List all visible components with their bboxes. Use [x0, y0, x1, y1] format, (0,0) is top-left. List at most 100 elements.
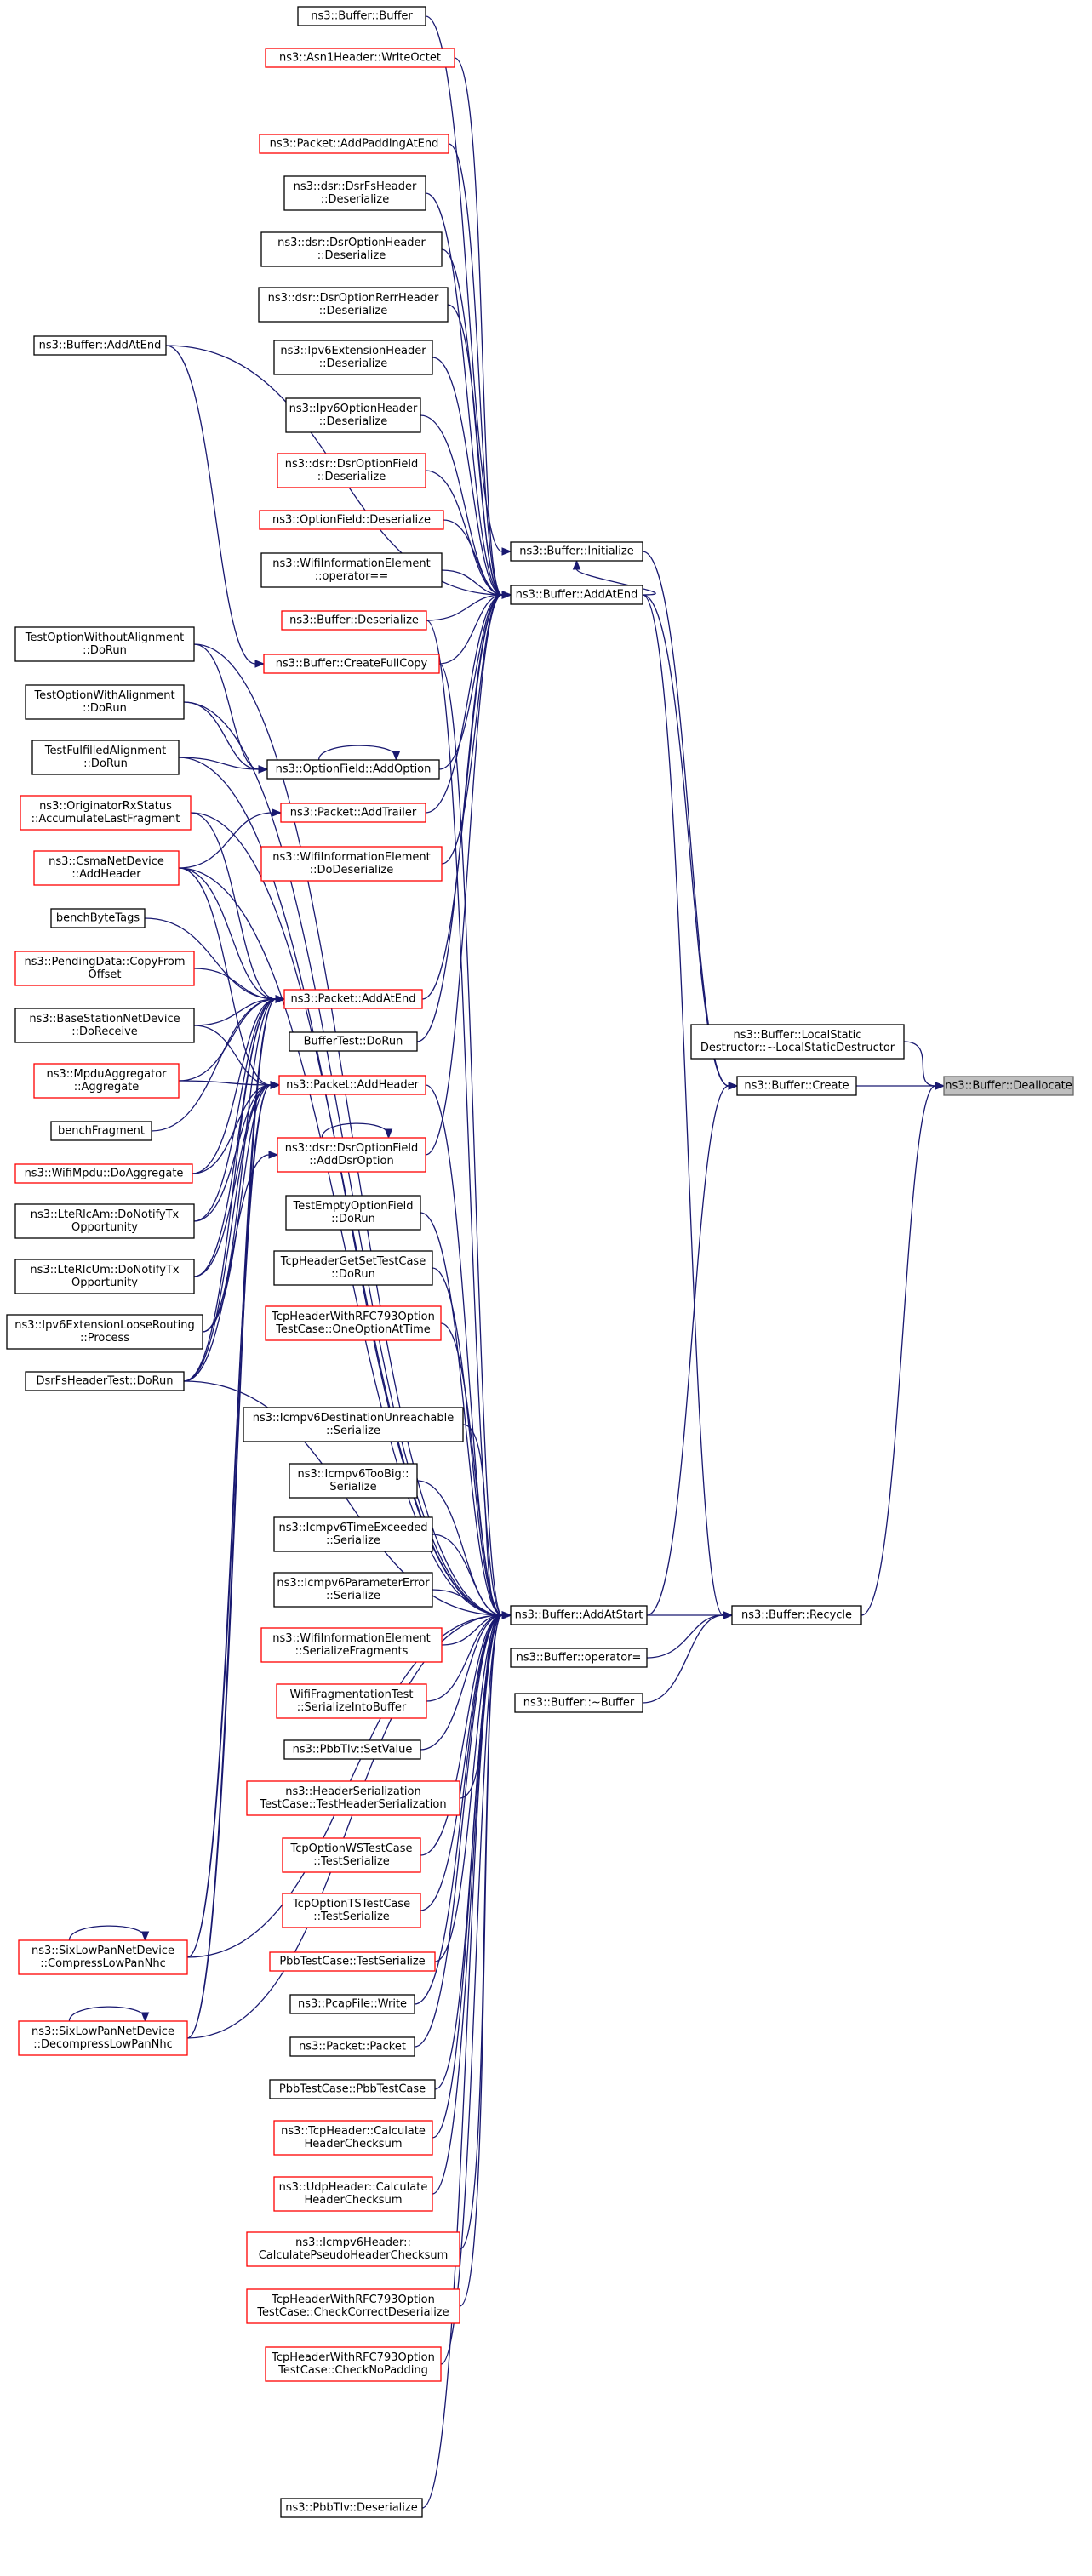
node-testempty[interactable]: TestEmptyOptionField::DoRun	[285, 1195, 421, 1231]
node-initialize[interactable]: ns3::Buffer::Initialize	[510, 541, 643, 562]
node-mpdu[interactable]: ns3::MpduAggregator::Aggregate	[33, 1063, 180, 1099]
node-ipv6opt[interactable]: ns3::Ipv6OptionHeader::Deserialize	[285, 397, 421, 433]
node-dsrfield[interactable]: ns3::dsr::DsrOptionField::Deserialize	[277, 453, 426, 488]
node-icmppseudo[interactable]: ns3::Icmpv6Header::CalculatePseudoHeader…	[246, 2231, 460, 2267]
node-dtor[interactable]: ns3::Buffer::~Buffer	[514, 1693, 643, 1713]
node-pktaddheader[interactable]: ns3::Packet::AddHeader	[278, 1075, 426, 1095]
node-addtrailer[interactable]: ns3::Packet::AddTrailer	[280, 803, 426, 823]
node-tcpws[interactable]: TcpOptionWSTestCase::TestSerialize	[282, 1837, 421, 1873]
node-towalign[interactable]: TestOptionWithAlignment::DoRun	[25, 684, 185, 720]
node-dsrrerr[interactable]: ns3::dsr::DsrOptionRerrHeader::Deseriali…	[258, 287, 449, 323]
node-box	[269, 1951, 436, 1972]
node-buftestrun[interactable]: BufferTest::DoRun	[289, 1031, 418, 1052]
node-adddsropt[interactable]: ns3::dsr::DsrOptionField::AddDsrOption	[277, 1137, 426, 1173]
node-label: ::AccumulateLastFragment	[31, 813, 180, 825]
node-box	[289, 2036, 415, 2057]
node-towoalign[interactable]: TestOptionWithoutAlignment::DoRun	[14, 626, 195, 662]
node-label: ns3::WifiInformationElement	[272, 851, 431, 864]
node-pktpacket[interactable]: ns3::Packet::Packet	[289, 2036, 415, 2057]
node-box	[510, 585, 643, 605]
node-sixdecompress[interactable]: ns3::SixLowPanNetDevice::DecompressLowPa…	[18, 2020, 188, 2056]
node-pbbtestcase[interactable]: PbbTestCase::PbbTestCase	[269, 2079, 436, 2099]
node-icmpbig[interactable]: ns3::Icmpv6TooBig::Serialize	[289, 1463, 418, 1499]
node-benchbyte[interactable]: benchByteTags	[50, 908, 146, 928]
node-sixcompress[interactable]: ns3::SixLowPanNetDevice::CompressLowPanN…	[18, 1939, 188, 1975]
node-hdrsertest[interactable]: ns3::HeaderSerializationTestCase::TestHe…	[246, 1780, 460, 1816]
call-nodes: ns3::Buffer::Deallocate ns3::Buffer::Crea…	[6, 6, 1074, 2518]
node-pktaddatend[interactable]: ns3::Packet::AddAtEnd	[283, 989, 423, 1009]
node-tcpts[interactable]: TcpOptionTSTestCase::TestSerialize	[282, 1893, 421, 1928]
node-tfulfilled[interactable]: TestFulfilledAlignment::DoRun	[31, 740, 180, 775]
node-tcprfc2[interactable]: TcpHeaderWithRFC793OptionTestCase::Check…	[246, 2288, 460, 2324]
node-optfield[interactable]: ns3::OptionField::Deserialize	[259, 510, 444, 530]
node-tcprfc3[interactable]: TcpHeaderWithRFC793OptionTestCase::Check…	[265, 2346, 442, 2382]
node-ipv6loose[interactable]: ns3::Ipv6ExtensionLooseRouting::Process	[6, 1314, 203, 1350]
node-wififragtest[interactable]: WifiFragmentationTest::SerializeIntoBuff…	[276, 1683, 427, 1719]
node-box	[297, 6, 426, 26]
node-label: TestEmptyOptionField	[293, 1200, 414, 1213]
node-wifiinfo[interactable]: ns3::WifiInformationElement::operator==	[260, 552, 443, 588]
edge-addatend-to-create	[642, 594, 729, 1087]
edge-lterlcam-to-pktaddheader	[193, 1084, 272, 1222]
node-label: ::TestSerialize	[313, 1911, 390, 1923]
node-box	[280, 2498, 423, 2518]
node-label: ns3::WifiMpdu::DoAggregate	[25, 1168, 184, 1180]
node-pbbtestser[interactable]: PbbTestCase::TestSerialize	[269, 1951, 436, 1972]
arrowhead	[728, 1082, 739, 1090]
node-box	[260, 1627, 443, 1663]
node-icmptime[interactable]: ns3::Icmpv6TimeExceeded::Serialize	[273, 1516, 433, 1552]
node-icmpdest[interactable]: ns3::Icmpv6DestinationUnreachable::Seria…	[243, 1407, 464, 1442]
node-dsrfstest[interactable]: DsrFsHeaderTest::DoRun	[25, 1371, 185, 1391]
node-operatoreq[interactable]: ns3::Buffer::operator=	[510, 1648, 648, 1668]
node-recycle[interactable]: ns3::Buffer::Recycle	[731, 1605, 862, 1625]
node-addoption[interactable]: ns3::OptionField::AddOption	[266, 759, 440, 780]
node-pbbsetvalue[interactable]: ns3::PbbTlv::SetValue	[283, 1739, 421, 1760]
node-label: ns3::Buffer::Create	[744, 1080, 849, 1093]
node-pbbdeser[interactable]: ns3::PbbTlv::Deserialize	[280, 2498, 423, 2518]
node-fullcopy[interactable]: ns3::Buffer::CreateFullCopy	[263, 654, 440, 674]
node-dsrfs[interactable]: ns3::dsr::DsrFsHeader::Deserialize	[283, 175, 426, 211]
node-tcpgetset[interactable]: TcpHeaderGetSetTestCase::DoRun	[273, 1250, 433, 1286]
node-ipv6ext[interactable]: ns3::Ipv6ExtensionHeader::Deserialize	[273, 340, 433, 375]
edge-dsrrerr-to-addatend	[447, 304, 503, 596]
node-buffer[interactable]: ns3::Buffer::Buffer	[297, 6, 426, 26]
node-basestation[interactable]: ns3::BaseStationNetDevice::DoReceive	[14, 1008, 195, 1043]
node-label: HeaderChecksum	[304, 2138, 402, 2150]
node-icmpparam[interactable]: ns3::Icmpv6ParameterError::Serialize	[273, 1572, 433, 1608]
node-tcprfc1[interactable]: TcpHeaderWithRFC793OptionTestCase::OneOp…	[265, 1305, 442, 1341]
node-addatend2[interactable]: ns3::Buffer::AddAtEnd	[33, 335, 167, 356]
node-asn1[interactable]: ns3::Asn1Header::WriteOctet	[265, 48, 455, 68]
node-wifimpdu[interactable]: ns3::WifiMpdu::DoAggregate	[14, 1163, 193, 1184]
node-benchfrag[interactable]: benchFragment	[50, 1121, 152, 1141]
node-localstatic[interactable]: ns3::Buffer::LocalStaticDestructor::~Loc…	[690, 1024, 905, 1060]
node-box	[289, 1031, 418, 1052]
node-deallocate[interactable]: ns3::Buffer::Deallocate	[943, 1076, 1074, 1096]
node-label: ::Deserialize	[317, 471, 386, 483]
node-label: ns3::Buffer::AddAtStart	[515, 1609, 643, 1622]
node-wififrag[interactable]: ns3::WifiInformationElement::SerializeFr…	[260, 1627, 443, 1663]
node-label: ns3::MpduAggregator	[46, 1068, 167, 1081]
arrowhead	[270, 1081, 281, 1089]
node-addatend[interactable]: ns3::Buffer::AddAtEnd	[510, 585, 643, 605]
node-label: ::TestSerialize	[313, 1855, 390, 1868]
node-csma[interactable]: ns3::CsmaNetDevice::AddHeader	[33, 850, 180, 886]
node-label: ::DoRun	[83, 644, 127, 657]
node-pktpadding[interactable]: ns3::Packet::AddPaddingAtEnd	[259, 134, 449, 154]
node-label: ns3::WifiInformationElement	[272, 1632, 431, 1645]
node-create[interactable]: ns3::Buffer::Create	[736, 1076, 857, 1096]
node-label: ns3::dsr::DsrOptionField	[285, 458, 418, 471]
node-bufdeser[interactable]: ns3::Buffer::Deserialize	[281, 610, 427, 631]
node-pcapwrite[interactable]: ns3::PcapFile::Write	[289, 1994, 415, 2014]
node-addatstart[interactable]: ns3::Buffer::AddAtStart	[510, 1605, 648, 1625]
node-label: ::Serialize	[326, 1590, 380, 1602]
node-box	[14, 1203, 195, 1239]
node-wifidodeser[interactable]: ns3::WifiInformationElement::DoDeseriali…	[260, 846, 443, 882]
node-originator[interactable]: ns3::OriginatorRxStatus::AccumulateLastF…	[20, 795, 192, 831]
node-dsropt[interactable]: ns3::dsr::DsrOptionHeader::Deserialize	[260, 231, 443, 267]
